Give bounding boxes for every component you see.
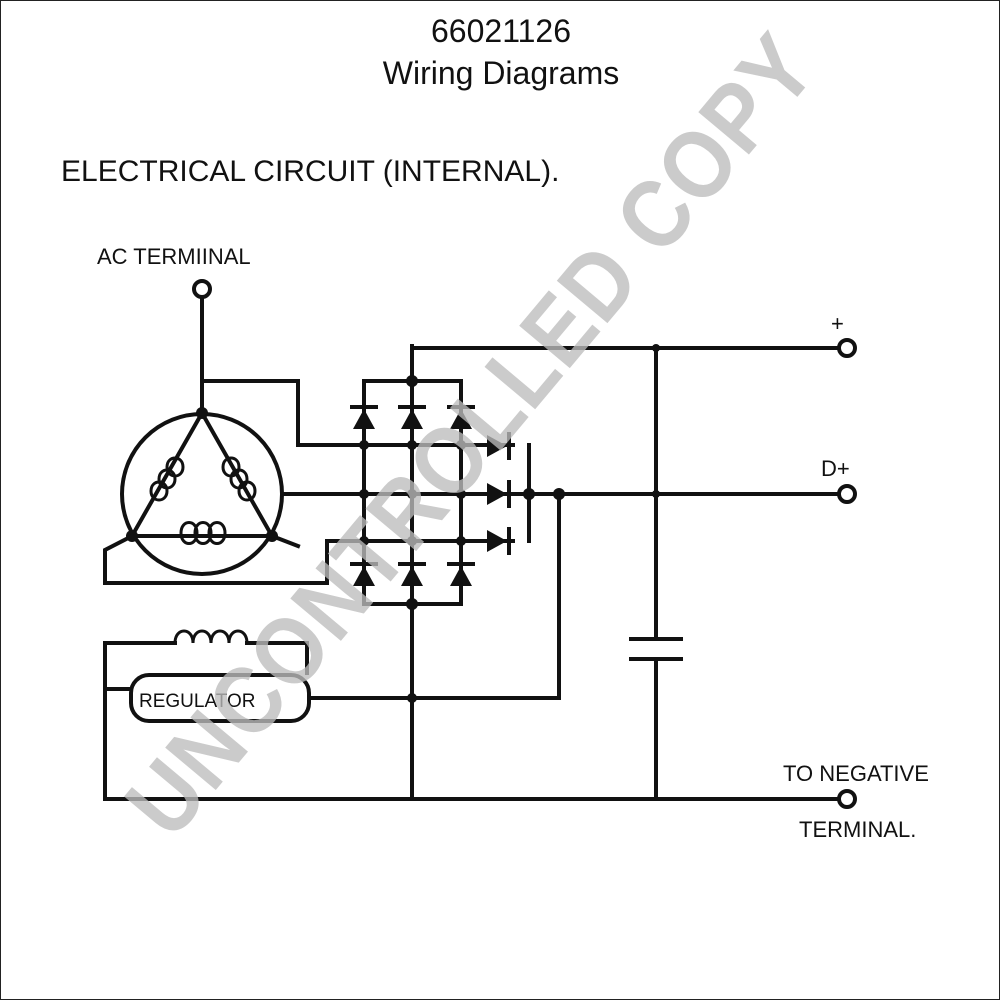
diode-negative-1 [350, 562, 378, 586]
negative-terminal-label-line1: TO NEGATIVE [783, 761, 929, 786]
regulator-label: REGULATOR [139, 691, 256, 712]
diode-positive-2 [398, 405, 426, 429]
negative-terminal-label-line2: TERMINAL. [799, 817, 916, 842]
document-subtitle: Wiring Diagrams [382, 55, 620, 91]
stator-coil-bottom [179, 521, 227, 545]
d-plus-bus [527, 484, 857, 504]
stator-coil-right [221, 456, 257, 502]
rectifier-bridge [350, 344, 475, 801]
diode-negative-2 [398, 562, 426, 586]
diode-negative-3 [447, 562, 475, 586]
diode-positive-3 [447, 405, 475, 429]
part-number: 66021126 [431, 13, 571, 49]
diode-positive-1 [350, 405, 378, 429]
ac-terminal-label: AC TERMIINAL [97, 244, 251, 269]
positive-terminal-label: + [831, 311, 844, 336]
exciter-diode-1 [487, 432, 511, 460]
exciter-diode-2 [487, 480, 511, 508]
ac-terminal [192, 279, 212, 415]
negative-bus [103, 789, 857, 809]
regulator: REGULATOR [103, 492, 561, 723]
field-winding [103, 629, 309, 801]
stator [120, 407, 284, 576]
circuit-heading: ELECTRICAL CIRCUIT (INTERNAL). [61, 155, 559, 188]
stator-coil-left [149, 456, 185, 502]
capacitor [629, 346, 683, 801]
exciter-diode-3 [487, 527, 511, 555]
d-plus-terminal-label: D+ [821, 456, 850, 481]
